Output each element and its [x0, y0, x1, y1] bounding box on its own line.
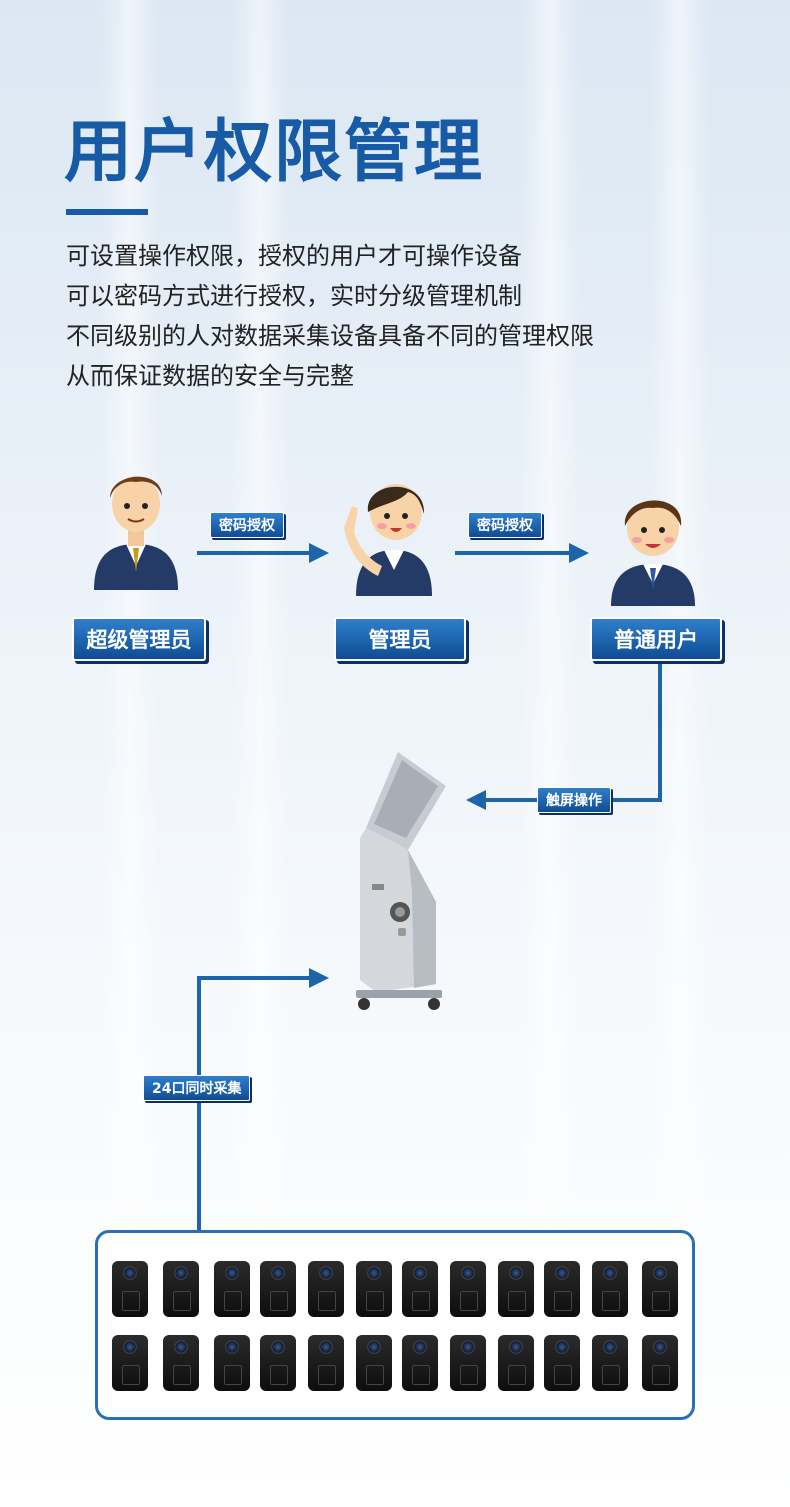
- admin-badge: 管理员: [334, 617, 466, 661]
- super-admin-badge: 超级管理员: [72, 617, 206, 661]
- body-camera-icon: [498, 1261, 534, 1317]
- body-camera-icon: [308, 1261, 344, 1317]
- body-camera-icon: [402, 1335, 438, 1391]
- description: 可设置操作权限，授权的用户才可操作设备 可以密码方式进行授权，实时分级管理机制 …: [66, 236, 594, 396]
- body-camera-icon: [356, 1261, 392, 1317]
- normal-user-icon: [611, 500, 695, 606]
- body-camera-icon: [112, 1261, 148, 1317]
- collection-terminal-icon: [356, 752, 446, 1010]
- super-admin-icon: [94, 476, 178, 590]
- body-camera-icon: [544, 1335, 580, 1391]
- admin-icon: [344, 484, 432, 596]
- description-line: 可设置操作权限，授权的用户才可操作设备: [66, 242, 522, 270]
- collect-24-ports-label: 24口同时采集: [143, 1075, 251, 1101]
- body-camera-icon: [308, 1335, 344, 1391]
- body-camera-array: [95, 1230, 695, 1420]
- body-camera-icon: [402, 1261, 438, 1317]
- body-camera-icon: [498, 1335, 534, 1391]
- body-camera-icon: [260, 1261, 296, 1317]
- description-line: 可以密码方式进行授权，实时分级管理机制: [66, 282, 522, 310]
- body-camera-icon: [163, 1261, 199, 1317]
- password-auth-label-1: 密码授权: [210, 512, 284, 538]
- title-underline: [66, 209, 148, 215]
- page-title: 用户权限管理: [64, 113, 485, 192]
- body-camera-icon: [642, 1261, 678, 1317]
- touch-operation-label: 触屏操作: [537, 787, 611, 813]
- body-camera-icon: [356, 1335, 392, 1391]
- password-auth-label-2: 密码授权: [468, 512, 542, 538]
- body-camera-icon: [214, 1261, 250, 1317]
- description-line: 从而保证数据的安全与完整: [66, 362, 354, 390]
- description-line: 不同级别的人对数据采集设备具备不同的管理权限: [66, 322, 594, 350]
- body-camera-icon: [260, 1335, 296, 1391]
- normal-user-badge: 普通用户: [590, 617, 722, 661]
- body-camera-icon: [544, 1261, 580, 1317]
- body-camera-icon: [112, 1335, 148, 1391]
- arrow-user-to-terminal: [466, 660, 662, 810]
- arrow-devices-to-terminal: [197, 968, 329, 1230]
- body-camera-icon: [214, 1335, 250, 1391]
- body-camera-icon: [163, 1335, 199, 1391]
- body-camera-icon: [592, 1261, 628, 1317]
- body-camera-icon: [450, 1335, 486, 1391]
- body-camera-icon: [642, 1335, 678, 1391]
- body-camera-icon: [450, 1261, 486, 1317]
- body-camera-icon: [592, 1335, 628, 1391]
